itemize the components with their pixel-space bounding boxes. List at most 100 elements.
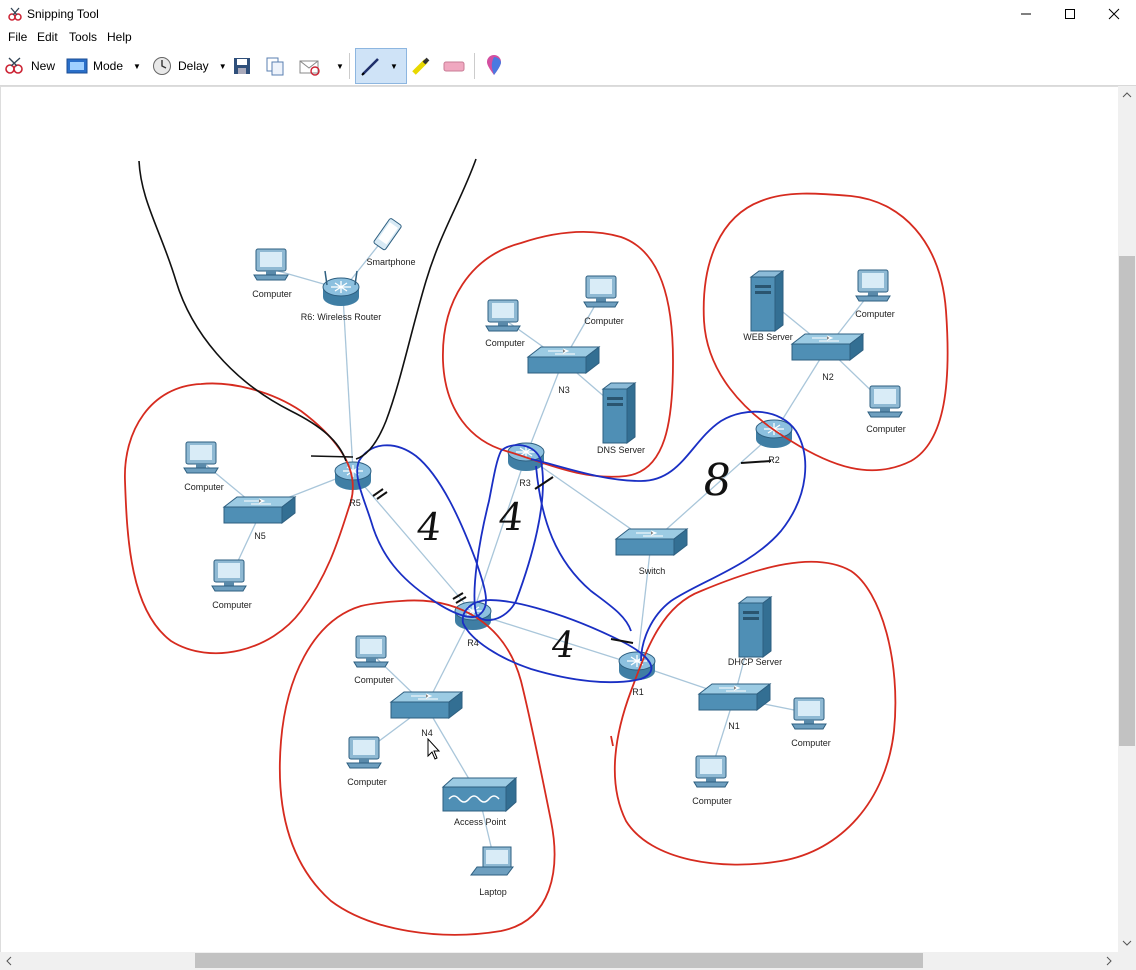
link-r5-r4-outline	[356, 444, 487, 618]
switch-n3-icon	[527, 346, 600, 374]
delay-dropdown-icon[interactable]: ▼	[218, 61, 227, 71]
device-label: Computer	[354, 675, 394, 685]
minimize-button[interactable]	[1004, 0, 1048, 28]
close-icon	[1108, 8, 1120, 20]
device-label: N2	[822, 372, 834, 382]
n2-computer-bottom-icon	[867, 385, 903, 418]
device-label: N5	[254, 531, 266, 541]
device-label: R3	[519, 478, 531, 488]
toolbar: New Mode ▼ Delay ▼	[0, 47, 1136, 86]
tick-marks	[372, 460, 772, 644]
pen-button[interactable]: ▼	[355, 48, 407, 84]
pen-dropdown-icon[interactable]: ▼	[390, 61, 398, 71]
save-button[interactable]	[233, 55, 251, 77]
n4-computer-bottom-icon	[346, 736, 382, 769]
maximize-icon	[1065, 9, 1075, 19]
title-bar: Snipping Tool	[0, 0, 1136, 28]
smartphone-icon	[373, 218, 402, 251]
close-button[interactable]	[1092, 0, 1136, 28]
device-label: Computer	[855, 309, 895, 319]
black-line-right	[355, 158, 477, 460]
minimize-icon	[1021, 13, 1031, 15]
eraser-button[interactable]	[442, 55, 466, 77]
black-line-left	[138, 160, 347, 462]
web-server-icon	[750, 270, 784, 332]
menu-tools[interactable]: Tools	[69, 30, 98, 44]
device-label: Computer	[347, 777, 387, 787]
n5-computer-bottom-icon	[211, 559, 247, 592]
eraser-icon	[443, 61, 465, 72]
network-diagram	[124, 158, 949, 936]
n3-computer-right-icon	[583, 275, 619, 308]
device-label: Computer	[692, 796, 732, 806]
switch-n5-icon	[223, 496, 296, 524]
menu-bar: File Edit Tools Help	[0, 28, 1136, 47]
mode-icon	[66, 58, 88, 74]
window-title: Snipping Tool	[27, 7, 99, 21]
menu-file[interactable]: File	[8, 30, 28, 44]
vertical-scroll-thumb[interactable]	[1119, 256, 1135, 746]
highlighter-button[interactable]	[410, 55, 432, 77]
edit-with-paint3d-button[interactable]	[484, 55, 504, 77]
network-n1-outline	[610, 560, 897, 866]
clock-icon	[153, 57, 171, 75]
menu-help[interactable]: Help	[107, 30, 132, 44]
pen-icon	[361, 58, 379, 76]
n4-computer-top-icon	[353, 635, 389, 668]
device-label: R2	[768, 455, 780, 465]
delay-button[interactable]: Delay ▼	[152, 55, 227, 77]
new-snip-icon	[5, 57, 23, 74]
toolbar-separator	[349, 53, 350, 79]
n2-computer-top-icon	[855, 269, 891, 302]
black-tick-r5	[310, 455, 354, 458]
device-label: Computer	[791, 738, 831, 748]
switch-icon	[615, 528, 688, 556]
access-point-icon	[441, 776, 518, 813]
device-label: WEB Server	[743, 332, 793, 342]
horizontal-scrollbar[interactable]	[0, 952, 1118, 970]
scrollbar-corner	[1118, 952, 1136, 970]
network-links	[200, 236, 886, 864]
scroll-up-icon[interactable]	[1118, 88, 1136, 102]
copy-button[interactable]	[265, 55, 285, 77]
dns-server-icon	[602, 382, 636, 444]
scroll-right-icon[interactable]	[1102, 952, 1116, 970]
toolbar-separator	[474, 53, 475, 79]
copy-icon	[266, 57, 284, 76]
device-label: Computer	[212, 600, 252, 610]
snip-canvas[interactable]: 4 4 4 8 Computer Smartphone R6: Wireless…	[0, 86, 1119, 953]
black-annotations	[138, 158, 477, 462]
send-snip-button[interactable]: ▼	[298, 55, 344, 77]
device-label: DNS Server	[596, 445, 646, 455]
n1-computer-right-icon	[791, 697, 827, 730]
device-label: Computer	[184, 482, 224, 492]
menu-edit[interactable]: Edit	[37, 30, 58, 44]
dhcp-server-icon	[738, 596, 772, 658]
scroll-down-icon[interactable]	[1118, 936, 1136, 950]
send-dropdown-icon[interactable]: ▼	[336, 61, 344, 71]
device-label: N4	[421, 728, 433, 738]
maximize-button[interactable]	[1048, 0, 1092, 28]
mode-button[interactable]: Mode ▼	[66, 55, 141, 77]
switch-n4-icon	[390, 691, 463, 719]
network-n5-outline	[124, 382, 354, 655]
vertical-scrollbar[interactable]	[1118, 86, 1136, 952]
delay-label: Delay	[178, 59, 209, 73]
save-icon	[234, 58, 250, 74]
switch-n2-icon	[791, 333, 864, 361]
device-label: Laptop	[479, 887, 507, 897]
scroll-left-icon[interactable]	[2, 952, 16, 970]
snipping-tool-icon	[8, 7, 22, 21]
new-button[interactable]: New	[4, 55, 55, 77]
red-annotations	[124, 192, 949, 936]
device-label: R4	[467, 638, 479, 648]
device-label: DHCP Server	[727, 657, 783, 667]
n5-computer-top-icon	[183, 441, 219, 474]
device-label: Computer	[584, 316, 624, 326]
horizontal-scroll-thumb[interactable]	[195, 953, 923, 968]
device-label: N3	[558, 385, 570, 395]
blue-annotations	[356, 410, 807, 684]
new-label: New	[31, 59, 56, 73]
mode-dropdown-icon[interactable]: ▼	[133, 61, 141, 71]
switch-n1-icon	[698, 683, 771, 711]
